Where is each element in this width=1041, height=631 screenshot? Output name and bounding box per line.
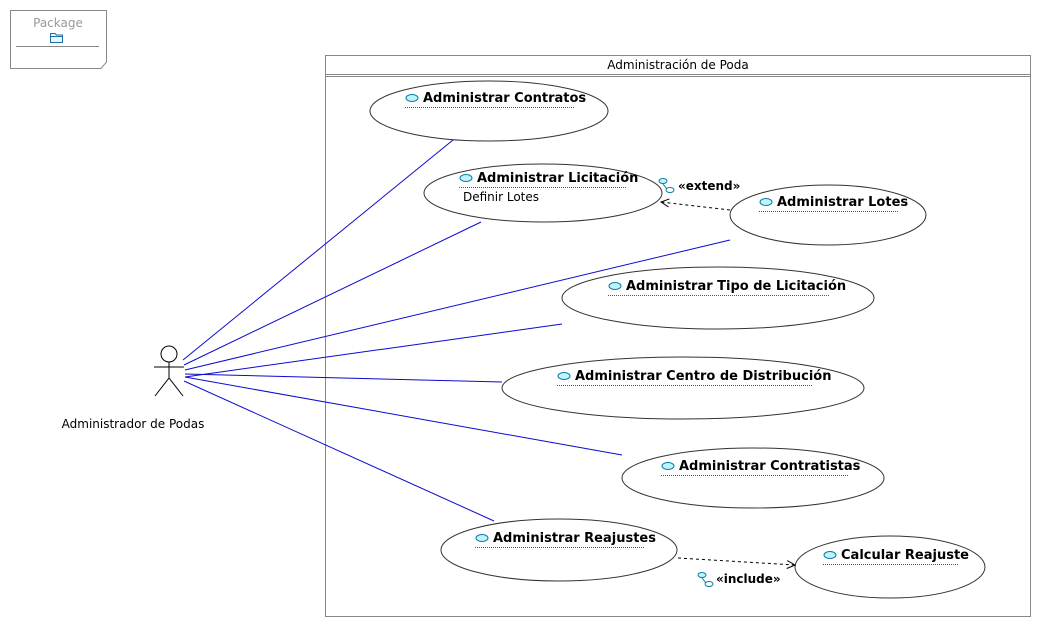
use-case-tipo[interactable]: Administrar Tipo de Licitación: [561, 266, 875, 330]
use-case-label: Calcular Reajuste: [841, 548, 969, 563]
use-case-contratos[interactable]: Administrar Contratos: [369, 80, 609, 142]
assoc-centro[interactable]: [184, 373, 503, 383]
use-case-label: Administrar Tipo de Licitación: [626, 279, 846, 294]
include-icon: [697, 572, 714, 587]
use-case-label: Administrar Contratistas: [679, 459, 861, 474]
include-label: «include»: [716, 572, 781, 586]
actor-administrador[interactable]: Administrador de Podas: [62, 345, 205, 431]
assoc-contratistas[interactable]: [184, 376, 623, 456]
use-case-icon: [557, 372, 571, 380]
use-case-icon: [759, 198, 773, 206]
use-case-licitacion[interactable]: Administrar Licitación Definir Lotes: [423, 163, 663, 223]
use-case-label: Administrar Centro de Distribución: [575, 369, 831, 384]
system-boundary[interactable]: Administración de Poda: [325, 55, 1031, 617]
assoc-tipo[interactable]: [184, 323, 563, 378]
use-case-icon: [475, 534, 489, 542]
extension-point-label: Definir Lotes: [463, 190, 539, 204]
associations: [182, 139, 731, 522]
use-case-reajustes[interactable]: Administrar Reajustes: [440, 518, 678, 582]
use-case-icon: [608, 282, 622, 290]
extend-relationship[interactable]: «extend»: [658, 178, 740, 211]
assoc-licitacion[interactable]: [183, 221, 482, 366]
use-case-centro[interactable]: Administrar Centro de Distribución: [501, 356, 865, 420]
use-case-icon: [459, 174, 473, 182]
use-case-icon: [661, 462, 675, 470]
package-label: Package: [33, 16, 83, 30]
include-relationship[interactable]: «include»: [677, 557, 795, 587]
assoc-reajustes[interactable]: [183, 380, 495, 522]
use-case-icon: [823, 551, 837, 559]
assoc-contratos[interactable]: [182, 139, 454, 361]
use-case-label: Administrar Licitación: [477, 171, 638, 186]
use-case-lotes[interactable]: Administrar Lotes: [729, 184, 927, 246]
package-box[interactable]: Package: [10, 10, 107, 69]
use-case-label: Administrar Contratos: [423, 91, 586, 106]
actor-name: Administrador de Podas: [62, 417, 205, 431]
use-case-label: Administrar Reajustes: [493, 531, 656, 546]
use-case-contratistas[interactable]: Administrar Contratistas: [621, 447, 885, 509]
use-case-calcular[interactable]: Calcular Reajuste: [794, 535, 986, 599]
use-case-icon: [405, 94, 419, 102]
system-title: Administración de Poda: [607, 58, 748, 72]
folder-icon: [50, 33, 63, 43]
extend-label: «extend»: [678, 179, 740, 193]
assoc-lotes[interactable]: [184, 239, 731, 371]
use-case-label: Administrar Lotes: [777, 195, 908, 210]
extend-icon: [658, 178, 675, 193]
stick-figure-icon: [154, 345, 184, 397]
